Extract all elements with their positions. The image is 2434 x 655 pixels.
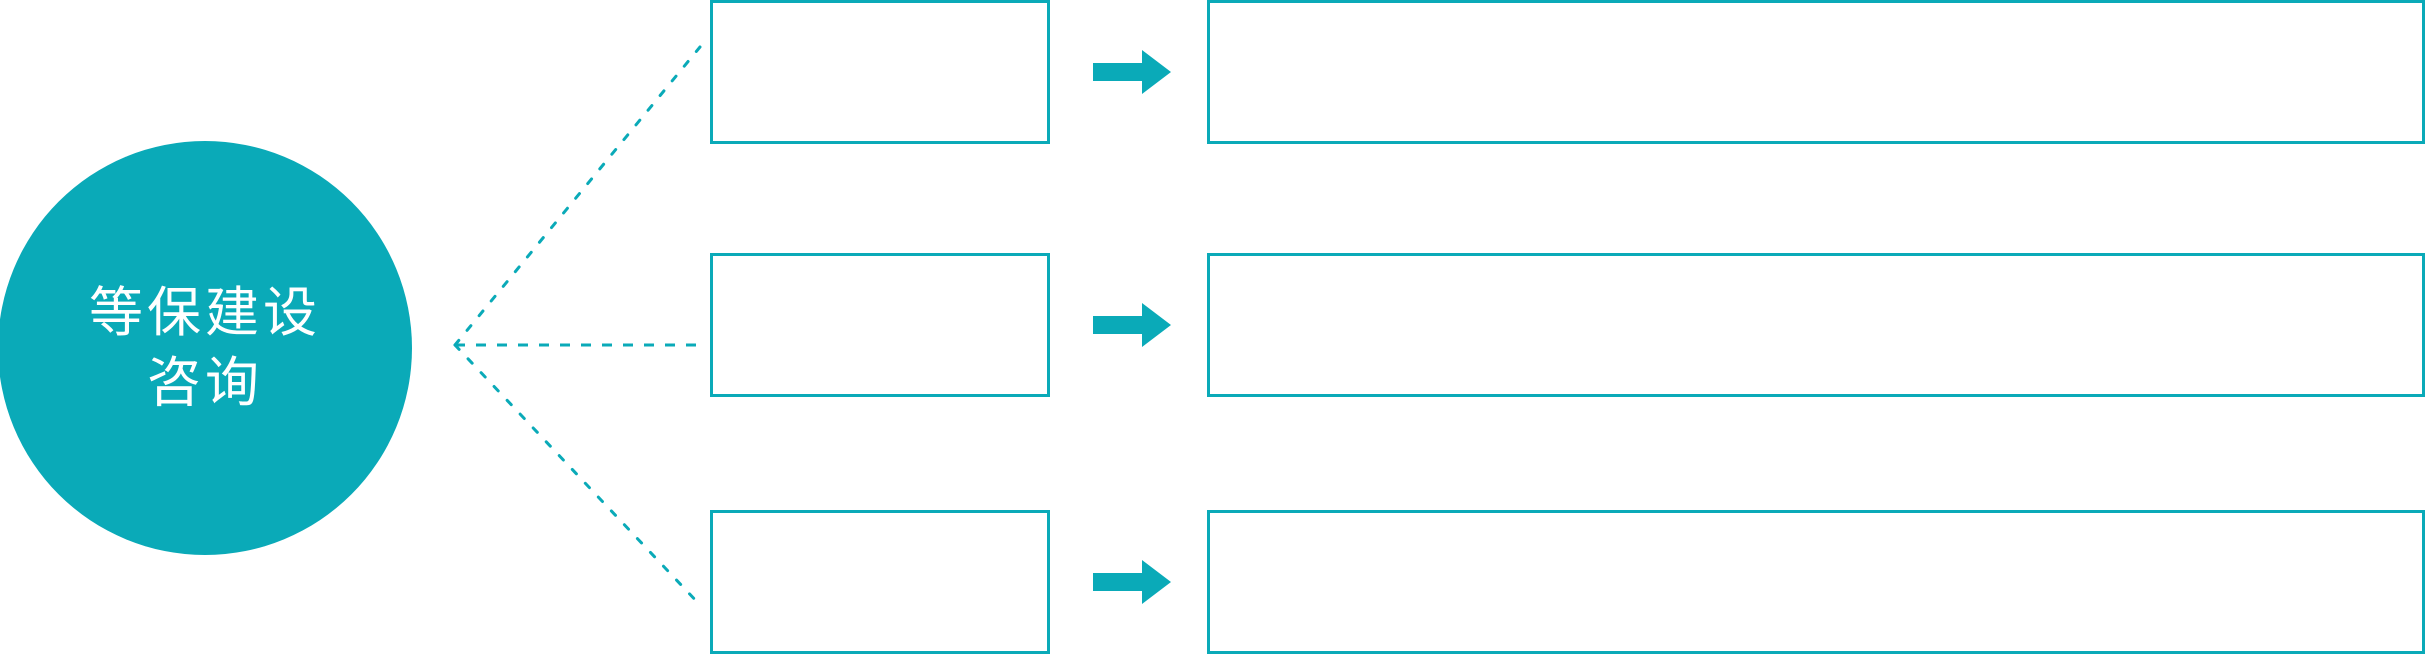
detail-box-2[interactable] [1207,253,2425,397]
arrow-right-icon-1 [1093,50,1171,94]
process-row-2 [0,253,2434,398]
process-row-1 [0,0,2434,145]
process-row-3 [0,510,2434,655]
detail-box-3[interactable] [1207,510,2425,654]
hub-label-line-2: 咨询 [147,353,263,413]
stage-box-2[interactable] [710,253,1050,397]
stage-box-1[interactable] [710,0,1050,144]
detail-box-1[interactable] [1207,0,2425,144]
arrow-right-icon-2 [1093,303,1171,347]
hub-circle[interactable]: 等保建设 咨询 [0,141,412,555]
hub-label-line-1: 等保建设 [89,282,321,343]
arrow-right-icon-3 [1093,560,1171,604]
stage-box-3[interactable] [710,510,1050,654]
